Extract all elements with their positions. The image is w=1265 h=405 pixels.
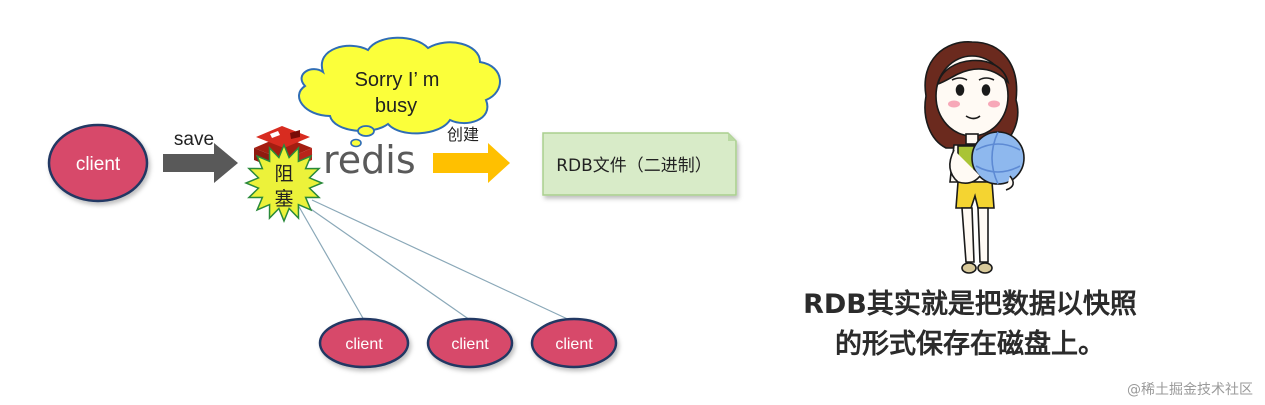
- line-to-client-1: [297, 204, 365, 321]
- create-label: 创建: [447, 125, 479, 144]
- caption-line-2: 的形式保存在磁盘上。: [835, 329, 1105, 360]
- girl-with-ball-illustration: [924, 41, 1025, 274]
- blocking-lines: [297, 199, 575, 323]
- save-label: save: [174, 129, 214, 150]
- waiting-client-1: client: [318, 317, 410, 369]
- create-arrow: [433, 143, 510, 183]
- rdb-file-box: RDB文件（二进制）: [542, 132, 737, 196]
- client-node-main-label: client: [76, 154, 121, 175]
- speech-line-1: Sorry I’ m: [355, 69, 440, 91]
- waiting-client-1-label: client: [345, 336, 383, 353]
- caption: RDB其实就是把数据以快照 的形式保存在磁盘上。: [740, 285, 1200, 365]
- caption-line-1: RDB其实就是把数据以快照: [803, 289, 1137, 320]
- waiting-client-2-label: client: [451, 336, 489, 353]
- save-arrow: [163, 143, 238, 183]
- client-node-main: client: [47, 123, 149, 203]
- speech-line-2: busy: [375, 95, 417, 117]
- waiting-client-3-label: client: [555, 336, 593, 353]
- waiting-client-3: client: [530, 317, 618, 369]
- waiting-client-2: client: [426, 317, 514, 369]
- blocked-starburst: 阻 塞: [244, 143, 324, 223]
- blocked-label-2: 塞: [274, 188, 293, 210]
- line-to-client-2: [304, 204, 471, 321]
- redis-wordmark: redis: [323, 138, 416, 182]
- blocked-label-1: 阻: [274, 163, 293, 185]
- rdb-file-label: RDB文件（二进制）: [556, 156, 712, 176]
- speech-cloud: Sorry I’ m busy: [298, 36, 501, 148]
- line-to-client-3: [311, 199, 575, 323]
- watermark: @稀土掘金技术社区: [1127, 382, 1253, 398]
